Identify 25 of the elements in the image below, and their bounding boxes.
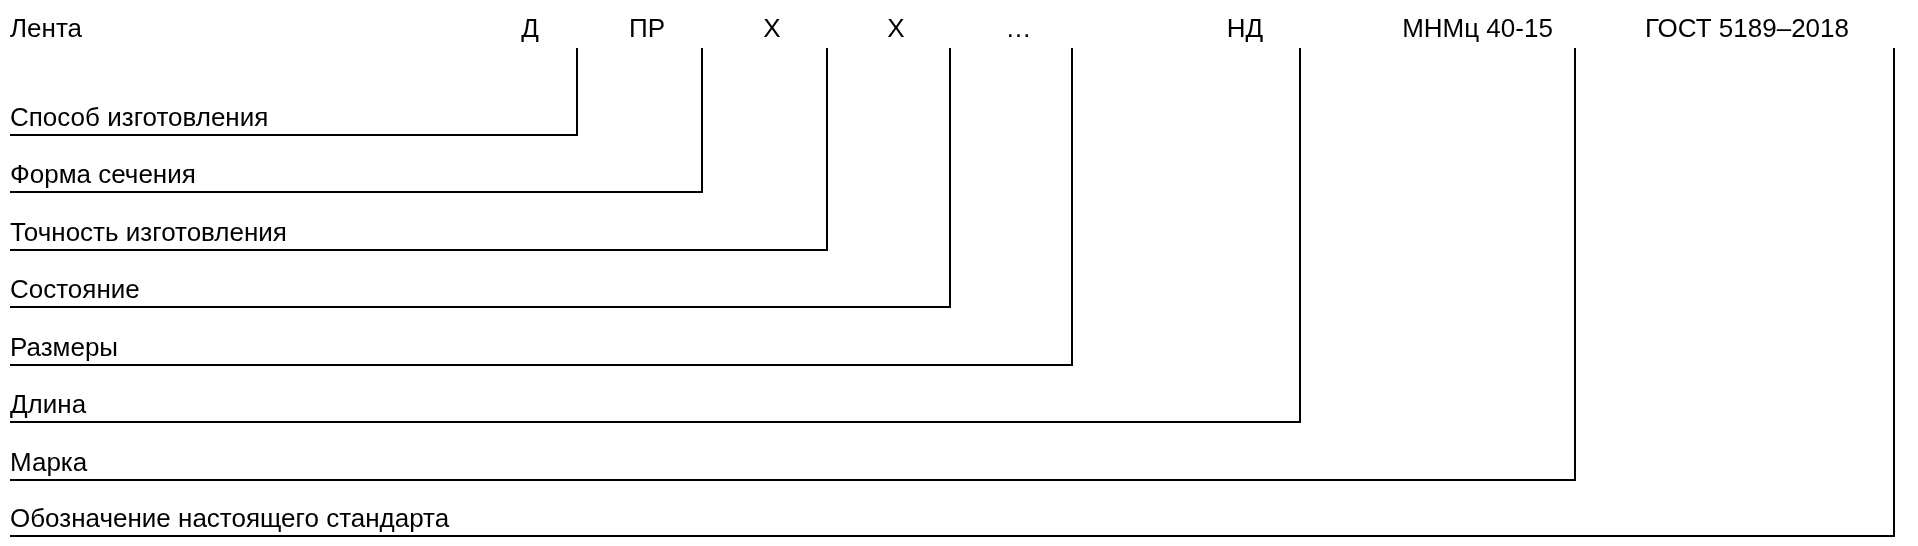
field-description: Способ изготовления xyxy=(10,101,269,133)
leader-line xyxy=(9,47,1073,366)
field-description: Обозначение настоящего стандарта xyxy=(10,502,450,534)
leader-line xyxy=(9,47,1301,423)
field-description: Состояние xyxy=(10,273,140,305)
designation-code: ПР xyxy=(592,8,702,48)
leader-line xyxy=(9,47,828,251)
designation-code: … xyxy=(965,8,1072,48)
leader-line xyxy=(9,47,951,308)
leader-line xyxy=(9,47,1576,481)
field-description: Марка xyxy=(10,446,88,478)
field-description: Точность изготовления xyxy=(10,216,287,248)
leader-line xyxy=(9,47,578,136)
field-description: Размеры xyxy=(10,331,119,363)
leader-line xyxy=(9,47,1895,537)
designation-code: Х xyxy=(842,8,950,48)
designation-code: МНМц 40-15 xyxy=(1380,8,1575,48)
designation-code: Х xyxy=(717,8,827,48)
designation-code: ГОСТ 5189–2018 xyxy=(1600,8,1894,48)
product-name: Лента xyxy=(10,12,82,44)
field-description: Форма сечения xyxy=(10,158,196,190)
field-description: Длина xyxy=(10,388,87,420)
designation-code: Д xyxy=(483,8,577,48)
leader-line xyxy=(9,47,703,193)
designation-code: НД xyxy=(1190,8,1300,48)
